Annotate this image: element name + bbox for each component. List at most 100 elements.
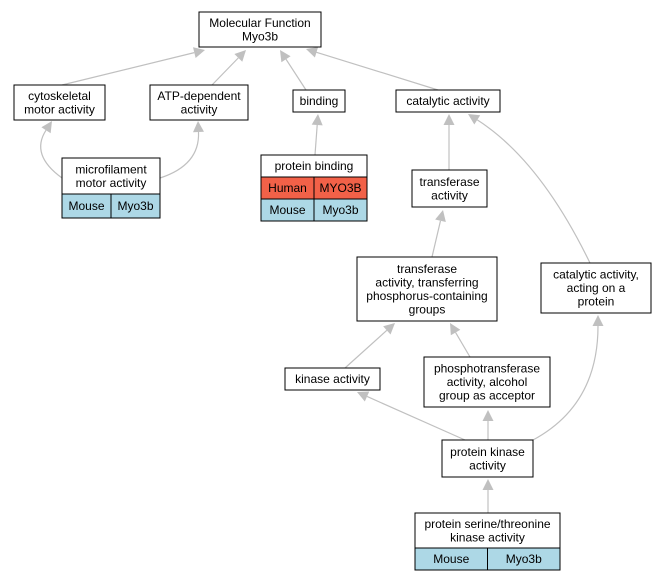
node-label: catalytic activity, [553,268,639,282]
arrowhead-icon [311,114,323,126]
gene-label: Myo3b [506,552,542,566]
node-label: microfilament [75,162,147,176]
edge-protbind-binding [311,114,323,156]
node-label: activity [181,102,218,116]
node-box [441,439,534,478]
edge-line [532,325,599,441]
node-box [540,262,652,314]
node-kinase[interactable]: kinase activity [284,367,381,391]
node-label: protein kinase [450,445,525,459]
node-box [411,169,488,208]
arrowhead-icon [234,50,246,62]
edge-cyto-root [61,47,205,86]
node-label: activity, alcohol [447,375,527,389]
gene-label: Myo3b [322,203,358,217]
arrowhead-icon [383,323,395,335]
node-binding[interactable]: binding [292,89,346,113]
node-label: activity [431,188,468,202]
node-box [149,84,249,121]
edge-binding-root [280,50,307,91]
gene-cell [313,198,368,222]
node-box [284,367,381,391]
edge-phospho-transphos [450,323,471,358]
node-label: phosphorus-containing [366,289,487,303]
node-label: Myo3b [242,29,278,43]
annotation-row-human: Human MYO3B [260,176,368,200]
arrowhead-icon [306,47,319,58]
node-label: motor activity [24,102,95,116]
arrowhead-icon [468,114,481,125]
node-label: ATP-dependent [157,89,241,103]
node-catalytic[interactable]: catalytic activity [395,89,501,113]
node-label: binding [300,94,339,108]
edge-line [61,52,195,86]
species-label: Human [268,181,307,195]
edge-line [344,329,388,369]
node-label: transferase [397,262,457,276]
node-label: catalytic activity [406,94,489,108]
edge-microfil-atp [159,121,204,179]
edge-catprot-cat [468,114,591,264]
gene-label: Myo3b [117,199,153,213]
arrowhead-icon [357,391,370,402]
node-label: kinase activity [450,530,525,544]
node-label: kinase activity [295,372,370,386]
node-label: protein serine/threonine [424,517,550,531]
edge-line [159,131,200,179]
edge-line [40,129,63,179]
edge-protk-catprot [532,315,604,441]
edge-atp-root [211,50,246,86]
node-label: transferase [419,175,479,189]
graph-edges [40,47,604,513]
edge-protk-phospho [482,410,494,440]
node-label: protein [578,295,615,309]
edge-transferase-cat [443,114,455,170]
species-label: Mouse [68,199,104,213]
edge-line [211,57,239,86]
node-label: cytoskeletal [28,89,91,103]
node-box [13,84,106,121]
arrowhead-icon [193,47,205,58]
node-box [292,89,346,113]
node-label: group as acceptor [439,389,535,403]
edge-line [431,220,442,258]
edge-serthr-protk [482,479,494,513]
node-label: protein binding [275,159,354,173]
arrowhead-icon [193,121,204,133]
gene-cell [110,193,161,219]
graph-nodes: Molecular FunctionMyo3bcytoskeletalmotor… [13,11,652,571]
arrowhead-icon [435,210,446,222]
arrowhead-icon [280,50,291,63]
edge-transphos-transf [431,210,446,258]
arrowhead-icon [482,410,494,421]
edge-line [316,51,439,91]
node-label: motor activity [76,176,147,190]
species-cell [61,193,112,219]
node-label: activity, transferring [375,275,478,289]
gene-cell [487,547,561,571]
arrowhead-icon [443,114,455,125]
node-box [395,89,501,113]
arrowhead-icon [592,315,604,326]
node-box [356,256,498,322]
gene-label: MYO3B [319,181,361,195]
edge-line [285,58,307,91]
node-label: activity [469,458,506,472]
edge-kinase-transphos [344,323,395,369]
edge-line [314,124,318,156]
